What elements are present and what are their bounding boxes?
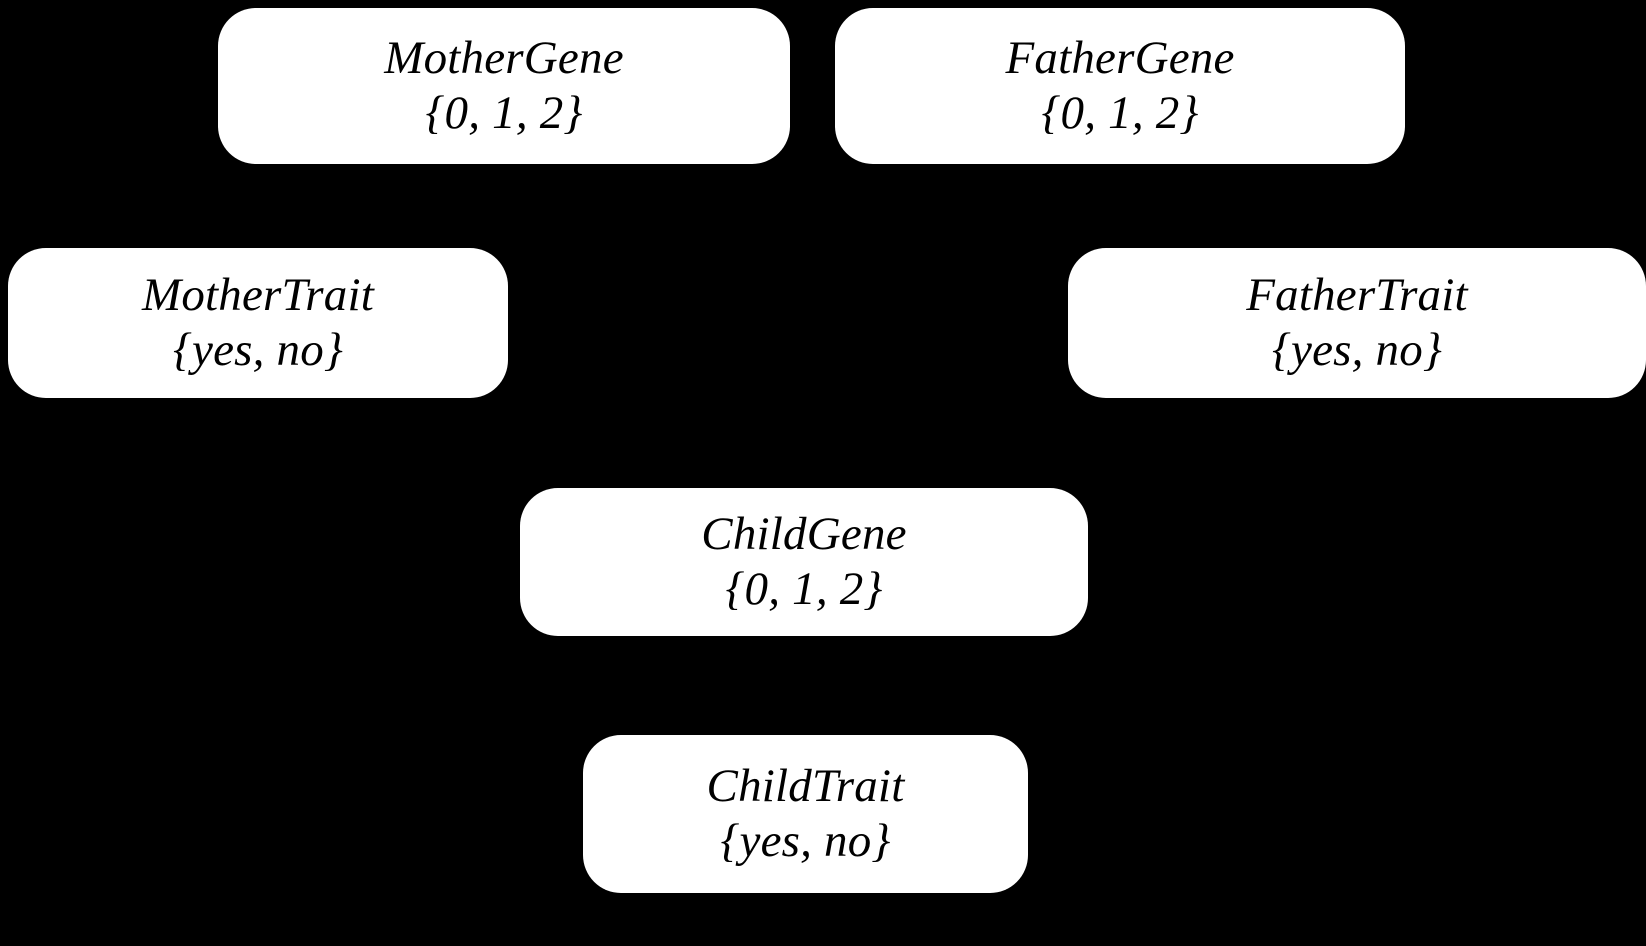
node-mother-gene-domain: {0, 1, 2} xyxy=(425,87,583,139)
node-child-trait-title: ChildTrait xyxy=(706,760,905,813)
node-child-trait-domain: {yes, no} xyxy=(720,815,891,867)
node-father-gene-title: FatherGene xyxy=(1005,32,1235,85)
node-father-gene-domain: {0, 1, 2} xyxy=(1041,87,1199,139)
node-mother-gene-title: MotherGene xyxy=(384,32,624,85)
node-father-trait-title: FatherTrait xyxy=(1246,269,1468,322)
node-father-gene[interactable]: FatherGene {0, 1, 2} xyxy=(835,8,1405,164)
node-father-trait-domain: {yes, no} xyxy=(1272,324,1442,376)
node-child-gene[interactable]: ChildGene {0, 1, 2} xyxy=(520,488,1088,636)
node-father-trait[interactable]: FatherTrait {yes, no} xyxy=(1068,248,1646,398)
node-child-trait[interactable]: ChildTrait {yes, no} xyxy=(583,735,1028,893)
node-mother-trait[interactable]: MotherTrait {yes, no} xyxy=(8,248,508,398)
node-mother-gene[interactable]: MotherGene {0, 1, 2} xyxy=(218,8,790,164)
node-mother-trait-title: MotherTrait xyxy=(141,269,374,322)
node-child-gene-domain: {0, 1, 2} xyxy=(725,563,883,615)
node-mother-trait-domain: {yes, no} xyxy=(173,324,343,376)
node-child-gene-title: ChildGene xyxy=(701,508,907,561)
